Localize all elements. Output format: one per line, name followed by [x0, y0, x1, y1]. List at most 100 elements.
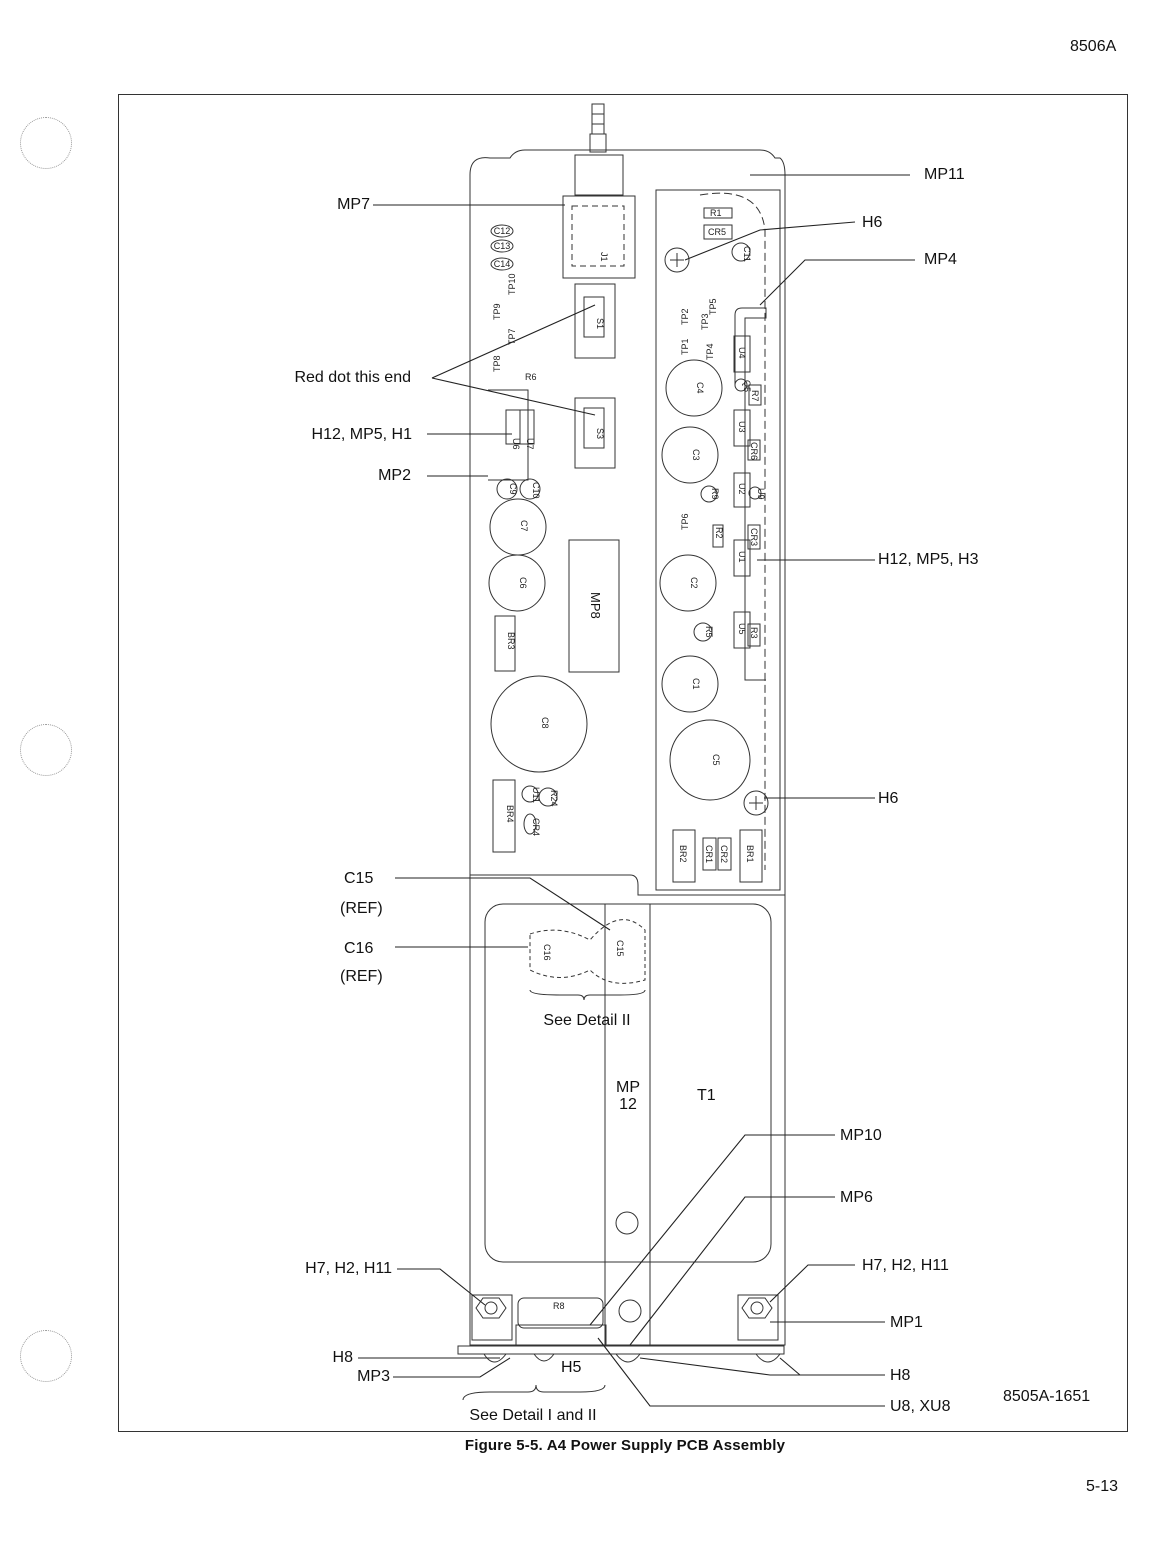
part-c15: C15: [615, 940, 625, 957]
callout-c16-ref: (REF): [340, 968, 383, 985]
part-u9: U9: [756, 488, 766, 500]
punch-hole: [20, 724, 72, 776]
part-c9: C9: [508, 483, 518, 495]
part-tp8: TP8: [492, 355, 502, 372]
callout-c16: C16: [344, 940, 374, 957]
part-u3: U3: [737, 421, 747, 433]
part-tp2: TP2: [680, 308, 690, 325]
part-tp9: TP9: [492, 303, 502, 320]
part-cr1: CR1: [704, 845, 714, 863]
callout-c15-ref: (REF): [340, 900, 383, 917]
part-tp4: TP4: [705, 343, 715, 360]
part-c1: C1: [691, 678, 701, 690]
label-h5: H5: [561, 1359, 582, 1376]
callout-h8-left: H8: [332, 1349, 353, 1366]
page-number: 5-13: [1086, 1478, 1119, 1495]
part-u1: U1: [737, 551, 747, 563]
part-c4: C4: [695, 382, 705, 394]
label-mp12-line2: 12: [619, 1096, 637, 1113]
part-tp6: TP6: [680, 513, 690, 530]
part-c6: C6: [518, 577, 528, 589]
part-c7: C7: [519, 520, 529, 532]
part-r8: R8: [553, 1301, 565, 1311]
drawing-number: 8505A-1651: [1003, 1388, 1091, 1405]
callout-u8-xu8: U8, XU8: [890, 1398, 951, 1415]
label-mp8: MP8: [588, 592, 603, 619]
callout-mp4: MP4: [924, 251, 957, 268]
part-r6: R6: [525, 372, 537, 382]
chassis-outline: [469, 149, 786, 1346]
label-mp12-line1: MP: [616, 1079, 640, 1096]
part-tp5: TP5: [708, 298, 718, 315]
callout-mp11: MP11: [924, 166, 965, 183]
part-tp1: TP1: [680, 338, 690, 355]
part-br4: BR4: [505, 805, 515, 823]
callout-h7-h2-h11-left: H7, H2, H11: [305, 1260, 392, 1277]
part-r24: R24: [549, 790, 559, 807]
part-cr6: CR6: [749, 442, 759, 460]
part-c10: C10: [531, 482, 541, 499]
part-cr5: CR5: [708, 227, 726, 237]
callout-mp1: MP1: [890, 1314, 923, 1331]
part-br2: BR2: [678, 845, 688, 863]
part-u11: U11: [531, 787, 541, 803]
figure-caption: Figure 5-5. A4 Power Supply PCB Assembly: [464, 1437, 786, 1454]
callout-h7-h2-h11-right: H7, H2, H11: [862, 1257, 949, 1274]
label-see-detail-ii: See Detail II: [543, 1012, 630, 1029]
punch-hole: [20, 1330, 72, 1382]
callout-mp3: MP3: [357, 1368, 390, 1385]
part-u2: U2: [737, 483, 747, 495]
callout-mp10: MP10: [840, 1127, 882, 1144]
part-cr3: CR3: [749, 528, 759, 546]
part-tp3: TP3: [700, 313, 710, 330]
part-c5: C5: [711, 754, 721, 766]
part-u7: U7: [525, 438, 535, 450]
part-cr4: CR4: [531, 818, 541, 836]
part-u6: U6: [511, 438, 521, 450]
part-c16: C16: [542, 944, 552, 961]
callout-h12-mp5-h3: H12, MP5, H3: [878, 551, 979, 568]
figure-frame: [118, 94, 1128, 1432]
part-c3: C3: [691, 449, 701, 461]
part-r1: R1: [710, 208, 722, 218]
callout-mp6: MP6: [840, 1189, 873, 1206]
part-tp10: TP10: [507, 273, 517, 295]
page-header-model: 8506A: [1070, 38, 1117, 55]
part-cr2: CR2: [719, 845, 729, 863]
part-br1: BR1: [745, 845, 755, 863]
part-br3: BR3: [506, 632, 516, 650]
part-u5: U5: [737, 623, 747, 635]
part-tp7: TP7: [507, 328, 517, 345]
callout-h8-right: H8: [890, 1367, 911, 1384]
part-c12: C12: [494, 226, 511, 236]
part-s1: S1: [595, 318, 605, 329]
part-q5: Q5: [742, 380, 752, 392]
part-j1: J1: [599, 252, 609, 262]
part-c14: C14: [494, 259, 511, 269]
part-r3: R3: [749, 627, 759, 639]
part-s3: S3: [595, 428, 605, 439]
callout-mp2: MP2: [378, 467, 411, 484]
j1-connector: [562, 195, 636, 279]
callout-h6-top: H6: [862, 214, 883, 231]
callout-h6-bottom: H6: [878, 790, 899, 807]
label-see-detail-i-ii: See Detail I and II: [469, 1407, 596, 1424]
callout-red-dot: Red dot this end: [294, 369, 411, 386]
part-r9: R9: [710, 488, 720, 500]
part-c8: C8: [540, 717, 550, 729]
part-r2: R2: [714, 527, 724, 539]
callout-c15: C15: [344, 870, 374, 887]
part-c13: C13: [494, 241, 511, 251]
label-t1: T1: [697, 1087, 716, 1104]
part-r7: R7: [750, 390, 760, 402]
part-u4: U4: [737, 347, 747, 359]
sub-board: [655, 189, 781, 891]
punch-hole: [20, 117, 72, 169]
callout-mp7: MP7: [337, 196, 370, 213]
part-c11: C11: [742, 246, 752, 262]
part-r5: R5: [704, 626, 714, 638]
leader-lines: [358, 174, 915, 1407]
part-c2: C2: [689, 577, 699, 589]
callout-h12-mp5-h1: H12, MP5, H1: [311, 426, 412, 443]
